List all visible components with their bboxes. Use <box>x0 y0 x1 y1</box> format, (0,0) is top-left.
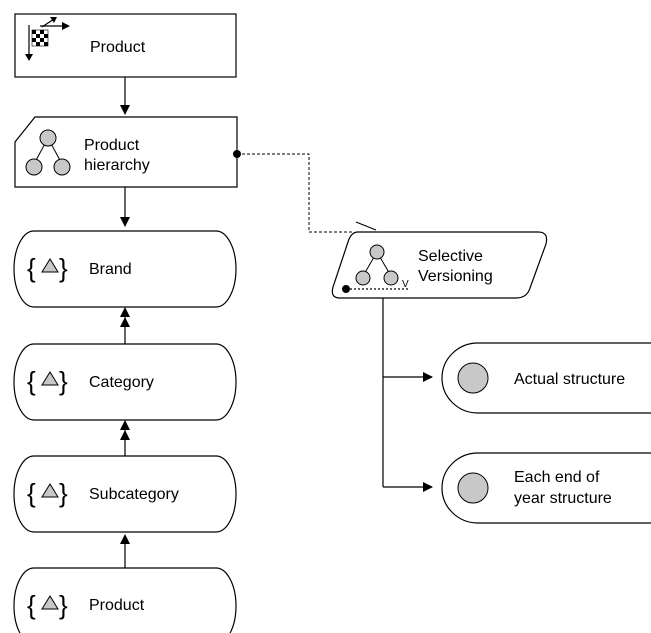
checkered-flag-axes-icon <box>25 17 70 61</box>
product-top-label: Product <box>90 39 146 56</box>
actual-structure-label: Actual structure <box>514 371 625 388</box>
brand-node[interactable]: { } Brand <box>13 230 237 308</box>
svg-text:{: { <box>27 253 36 283</box>
svg-text:}: } <box>59 590 68 620</box>
level-triangle-icon: { } <box>27 366 68 396</box>
dashed-connector-to-versioning <box>237 153 352 233</box>
product-hierarchy-node[interactable]: Product hierarchy <box>14 116 238 188</box>
svg-text:{: { <box>27 478 36 508</box>
hierarchy-tree-icon <box>25 129 71 176</box>
year-end-structure-label-line1: Each end of <box>514 469 600 486</box>
product-bottom-label: Product <box>89 597 145 614</box>
brand-label: Brand <box>89 261 132 278</box>
selective-versioning-label-line2: Versioning <box>418 268 493 285</box>
level-triangle-icon: { } <box>27 478 68 508</box>
product-top-node[interactable]: Product <box>14 13 237 78</box>
product-bottom-node[interactable]: { } Product <box>13 567 237 633</box>
svg-text:}: } <box>59 478 68 508</box>
selective-versioning-label-line1: Selective <box>418 248 483 265</box>
gray-circle-icon <box>457 472 489 504</box>
category-node[interactable]: { } Category <box>13 343 237 421</box>
svg-text:{: { <box>27 366 36 396</box>
subcategory-label: Subcategory <box>89 486 179 503</box>
connector-subcategory-to-category <box>120 420 130 456</box>
year-end-structure-label-line2: year structure <box>514 490 612 507</box>
year-end-structure-node[interactable]: Each end of year structure <box>441 452 651 524</box>
level-triangle-icon: { } <box>27 253 68 283</box>
category-label: Category <box>89 374 154 391</box>
connector-category-to-brand <box>120 307 130 344</box>
versioning-tree-icon: V <box>355 244 409 290</box>
product-hierarchy-label-line1: Product <box>84 137 140 154</box>
svg-text:}: } <box>59 366 68 396</box>
product-hierarchy-label-line2: hierarchy <box>84 157 150 174</box>
svg-text:{: { <box>27 590 36 620</box>
actual-structure-node[interactable]: Actual structure <box>441 342 651 414</box>
selective-versioning-node[interactable]: V Selective Versioning <box>331 231 548 299</box>
level-triangle-icon: { } <box>27 590 68 620</box>
subcategory-node[interactable]: { } Subcategory <box>13 455 237 533</box>
svg-text:}: } <box>59 253 68 283</box>
connector-tick-mark <box>355 221 377 231</box>
connector-versioning-branches <box>382 298 433 492</box>
connector-product-to-subcategory <box>120 534 130 568</box>
version-v-label: V <box>402 279 409 290</box>
gray-circle-icon <box>457 362 489 394</box>
